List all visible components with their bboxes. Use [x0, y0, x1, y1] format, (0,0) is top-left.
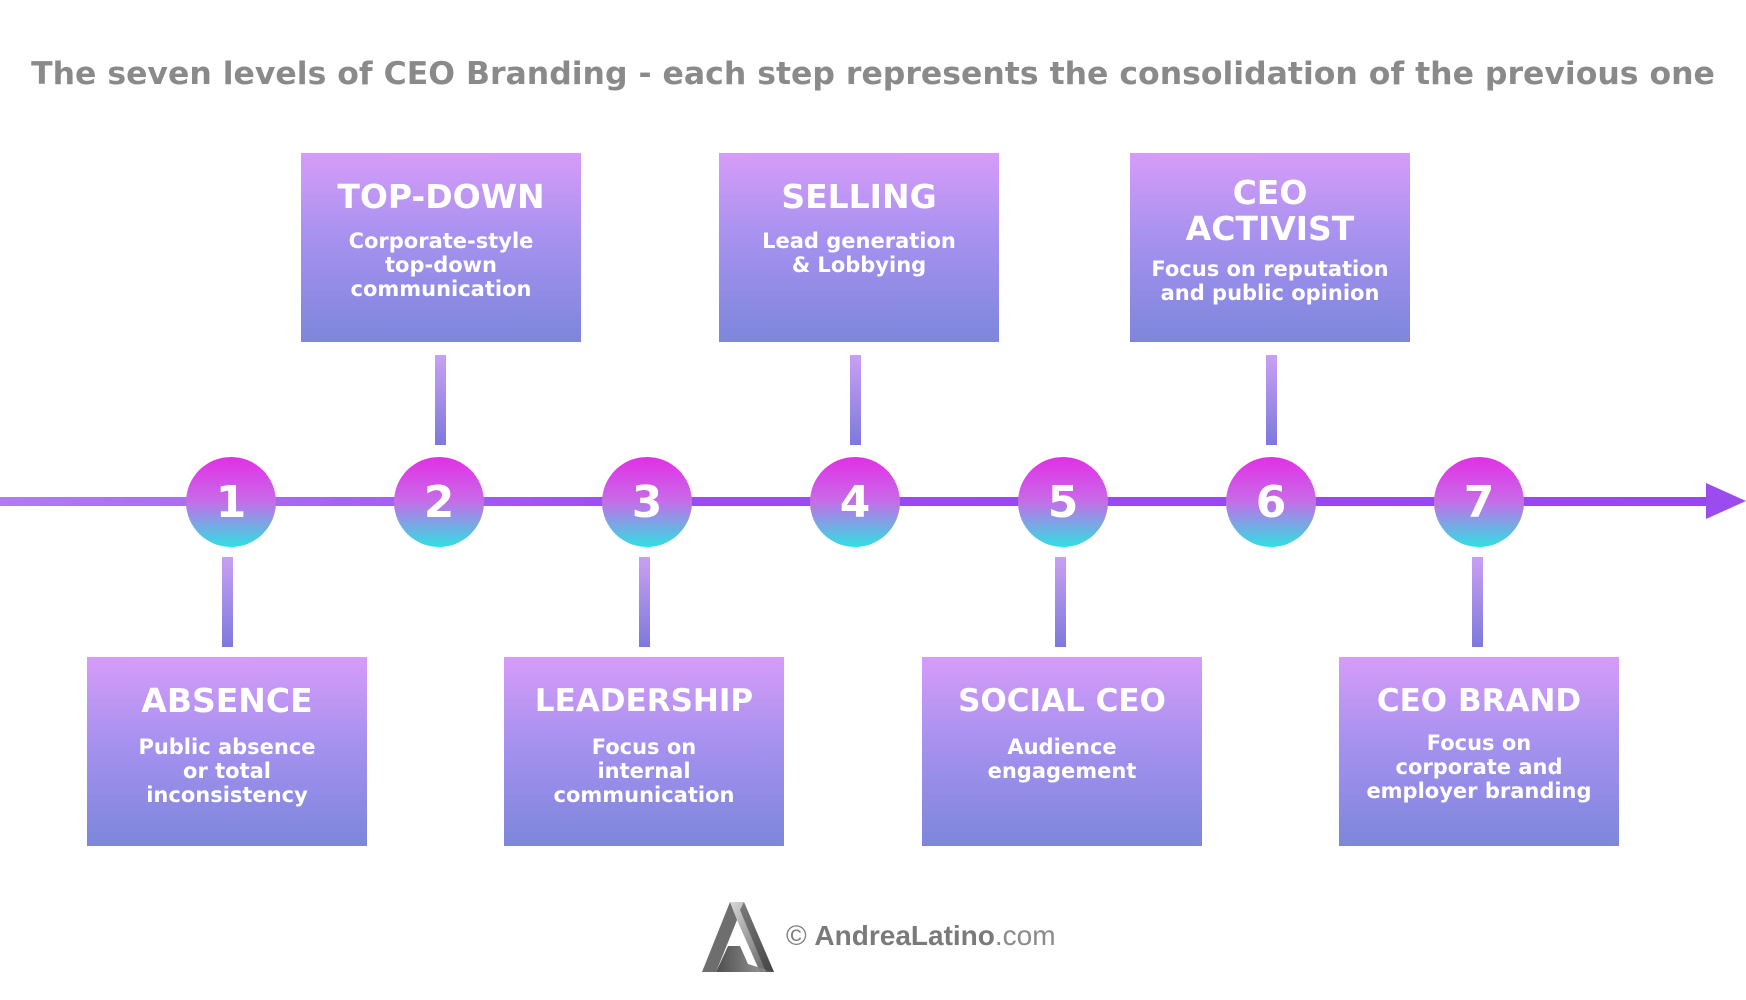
step-title: TOP-DOWN — [337, 177, 545, 216]
step-card-7: CEO BRAND Focus on corporate and employe… — [1339, 657, 1619, 846]
step-title: SOCIAL CEO — [958, 683, 1166, 719]
step-description: Focus on internal communication — [553, 735, 735, 807]
step-number: 2 — [423, 476, 455, 528]
credit-text: © AndreaLatino.com — [786, 920, 1056, 952]
step-number: 7 — [1463, 476, 1495, 528]
step-node-1: 1 — [186, 457, 276, 547]
diagram-title: The seven levels of CEO Branding - each … — [31, 56, 1715, 92]
connector-7 — [1472, 557, 1483, 647]
connector-2 — [435, 355, 446, 445]
step-number: 1 — [215, 476, 247, 528]
connector-1 — [222, 557, 233, 647]
credit-prefix: © — [786, 920, 815, 951]
timeline-arrowhead — [1706, 483, 1746, 519]
credit: © AndreaLatino.com — [700, 898, 1060, 978]
credit-name: AndreaLatino — [814, 920, 995, 951]
step-title: CEO BRAND — [1376, 683, 1582, 719]
step-node-2: 2 — [394, 457, 484, 547]
step-card-2: TOP-DOWN Corporate-style top-down commun… — [301, 153, 581, 342]
step-description: Public absence or total inconsistency — [138, 735, 316, 807]
step-node-4: 4 — [810, 457, 900, 547]
step-title: SELLING — [781, 177, 937, 216]
connector-4 — [850, 355, 861, 445]
step-number: 4 — [839, 476, 871, 528]
step-node-3: 3 — [602, 457, 692, 547]
connector-3 — [639, 557, 650, 647]
connector-6 — [1266, 355, 1277, 445]
step-description: Focus on corporate and employer branding — [1366, 731, 1592, 803]
step-number: 3 — [631, 476, 663, 528]
step-number: 6 — [1255, 476, 1287, 528]
step-title: ABSENCE — [141, 681, 313, 720]
step-card-5: SOCIAL CEO Audience engagement — [922, 657, 1202, 846]
step-title: CEO ACTIVIST — [1185, 173, 1355, 248]
step-description: Corporate-style top-down communication — [348, 229, 534, 301]
credit-domain: .com — [994, 920, 1056, 951]
step-card-4: SELLING Lead generation & Lobbying — [719, 153, 999, 342]
connector-5 — [1055, 557, 1066, 647]
step-number: 5 — [1047, 476, 1079, 528]
step-title: LEADERSHIP — [534, 683, 754, 719]
step-description: Focus on reputation and public opinion — [1151, 257, 1389, 305]
step-card-1: ABSENCE Public absence or total inconsis… — [87, 657, 367, 846]
step-description: Audience engagement — [987, 735, 1137, 783]
step-node-7: 7 — [1434, 457, 1524, 547]
step-node-5: 5 — [1018, 457, 1108, 547]
step-description: Lead generation & Lobbying — [762, 229, 956, 277]
step-node-6: 6 — [1226, 457, 1316, 547]
step-card-6: CEO ACTIVIST Focus on reputation and pub… — [1130, 153, 1410, 342]
andrealatino-logo-icon — [702, 902, 774, 972]
step-card-3: LEADERSHIP Focus on internal communicati… — [504, 657, 784, 846]
